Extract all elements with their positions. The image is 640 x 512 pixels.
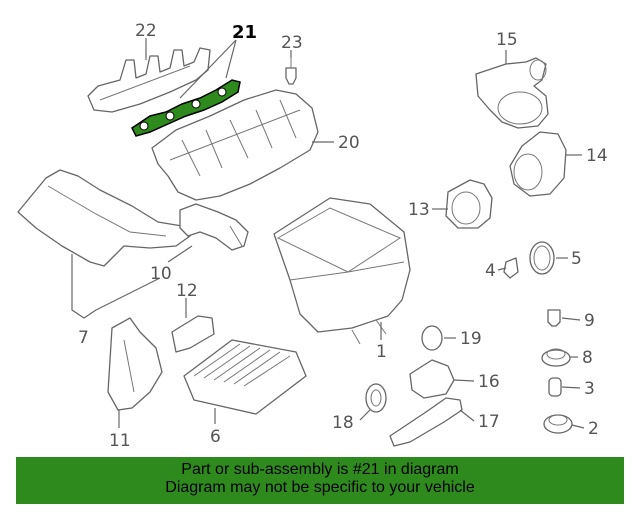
label-9: 9 [584, 311, 595, 331]
part-5-o-ring[interactable] [529, 241, 555, 275]
part-1-air-cleaner[interactable] [273, 197, 411, 345]
label-3: 3 [584, 379, 595, 399]
label-1: 1 [376, 342, 387, 362]
label-23: 23 [281, 33, 303, 53]
leader-lines [71, 38, 585, 429]
label-21: 21 [232, 22, 257, 43]
part-3-sleeve[interactable] [548, 377, 562, 397]
label-8: 8 [582, 348, 593, 368]
label-2: 2 [588, 419, 599, 439]
banner-line-1: Part or sub-assembly is #21 in diagram [181, 461, 459, 478]
part-22-fuel-rail[interactable] [87, 47, 211, 113]
label-12: 12 [176, 281, 198, 301]
part-12-bracket[interactable] [171, 315, 215, 353]
exploded-parts-diagram: 22 21 23 15 20 14 13 10 4 5 12 7 1 9 19 … [17, 21, 608, 451]
part-19-grommet[interactable] [421, 325, 443, 351]
part-16-actuator[interactable] [409, 359, 455, 399]
label-4: 4 [485, 261, 496, 281]
label-17: 17 [478, 412, 500, 432]
label-6: 6 [210, 427, 221, 447]
part-20-intake-manifold[interactable] [151, 89, 319, 201]
label-14: 14 [586, 146, 608, 166]
part-11-support[interactable] [107, 317, 163, 411]
part-15-intake-boot[interactable] [475, 57, 549, 129]
label-19: 19 [460, 329, 482, 349]
label-16: 16 [478, 372, 500, 392]
part-9-bolt[interactable] [547, 309, 561, 327]
label-11: 11 [109, 431, 131, 451]
part-10-intake-hose[interactable] [179, 203, 249, 251]
part-17-bracket[interactable] [389, 397, 463, 447]
label-7: 7 [78, 328, 89, 348]
banner-line-2: Diagram may not be specific to your vehi… [165, 479, 475, 496]
label-18: 18 [332, 413, 354, 433]
part-2-mount[interactable] [543, 414, 573, 434]
part-21-intake-gasket[interactable] [131, 79, 241, 137]
part-8-grommet[interactable] [541, 348, 571, 367]
label-5: 5 [571, 249, 582, 269]
part-7-air-duct[interactable] [17, 169, 191, 267]
part-6-air-filter[interactable] [183, 339, 307, 415]
part-4-clip[interactable] [503, 257, 519, 279]
label-20: 20 [338, 133, 360, 153]
part-23-sensor[interactable] [285, 58, 297, 85]
part-18-ring[interactable] [365, 383, 387, 413]
label-10: 10 [150, 264, 172, 284]
callout-labels: 22 21 23 15 20 14 13 10 4 5 12 7 1 9 19 … [78, 21, 608, 451]
label-13: 13 [408, 200, 430, 220]
part-14-air-housing[interactable] [509, 131, 567, 197]
info-banner: Part or sub-assembly is #21 in diagram D… [16, 457, 624, 504]
label-15: 15 [496, 30, 518, 50]
label-22: 22 [135, 21, 157, 41]
part-13-maf-sensor[interactable] [445, 179, 493, 229]
